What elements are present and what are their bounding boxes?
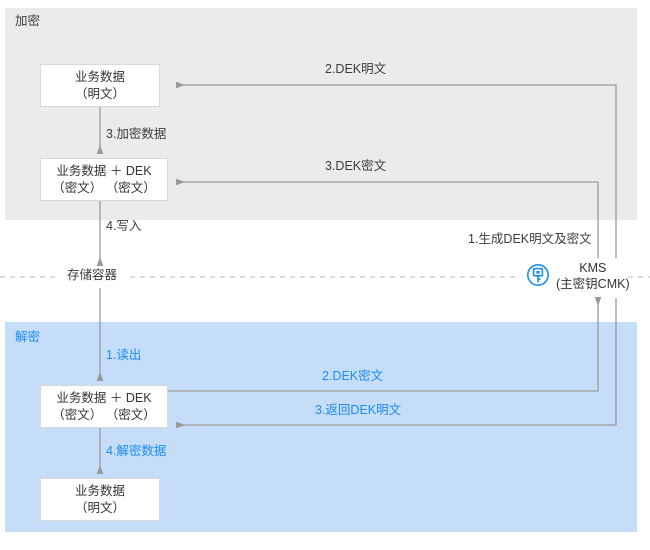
- edge-label-encrypt-data: 3.加密数据: [106, 127, 167, 141]
- edge-label-write: 4.写入: [106, 219, 142, 233]
- node-business-data-dek-ciphertext-top[interactable]: 业务数据 ＋ DEK （密文） （密文）: [40, 158, 168, 201]
- node-label-line1: 业务数据: [74, 69, 125, 84]
- node-business-data-plaintext-top[interactable]: 业务数据 （明文）: [40, 64, 160, 107]
- kms-label-line2: (主密钥CMK): [556, 277, 630, 291]
- node-business-data-plaintext-bottom[interactable]: 业务数据 （明文）: [40, 478, 160, 521]
- kms-node-label[interactable]: KMS (主密钥CMK): [556, 260, 630, 292]
- decrypt-zone-label: 解密: [15, 330, 41, 344]
- node-label-line2: （密文） （密文）: [52, 180, 156, 195]
- edge-label-dek-ciphertext-decrypt: 2.DEK密文: [322, 369, 384, 383]
- edge-label-return-dek-plaintext: 3.返回DEK明文: [315, 403, 402, 417]
- node-label-line2: （密文） （密文）: [52, 407, 156, 422]
- edge-label-generate-dek: 1.生成DEK明文及密文: [468, 232, 592, 246]
- node-label-line2: （明文）: [74, 500, 125, 515]
- node-label-line2: （明文）: [74, 86, 125, 101]
- edge-label-read: 1.读出: [106, 348, 142, 362]
- edge-label-dek-ciphertext: 3.DEK密文: [325, 159, 387, 173]
- node-business-data-dek-ciphertext-bottom[interactable]: 业务数据 ＋ DEK （密文） （密文）: [40, 385, 168, 428]
- storage-container-label: 存储容器: [67, 268, 118, 282]
- edge-label-dek-plaintext: 2.DEK明文: [325, 62, 387, 76]
- node-label-line1: 业务数据 ＋ DEK: [56, 390, 152, 405]
- node-label-line1: 业务数据: [74, 483, 125, 498]
- edge-label-decrypt-data: 4.解密数据: [106, 444, 167, 458]
- kms-label-line1: KMS: [579, 261, 607, 275]
- encrypt-zone-label: 加密: [15, 14, 41, 28]
- kms-key-circle-icon: [526, 263, 550, 287]
- node-label-line1: 业务数据 ＋ DEK: [56, 163, 152, 178]
